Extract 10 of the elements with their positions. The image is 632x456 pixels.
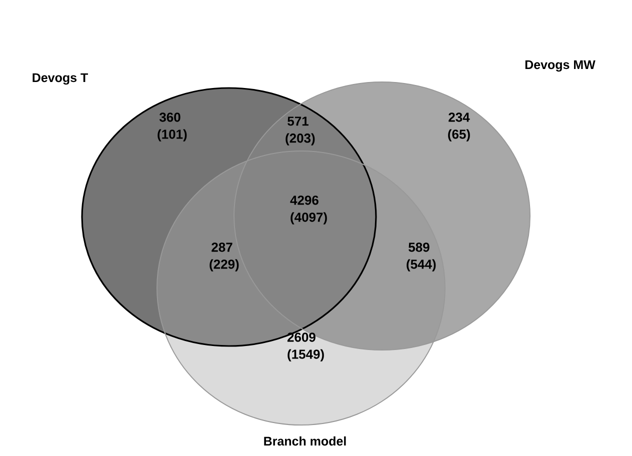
region-count: 589 (544) xyxy=(406,242,436,272)
region-count: 4296 (4097) xyxy=(290,196,327,224)
set-label: Branch model xyxy=(264,436,346,446)
region-count: 234 (65) xyxy=(448,112,470,142)
set-label: Devogs MW xyxy=(525,60,596,72)
set-label: Devogs T xyxy=(32,73,88,85)
region-count: 2609 (1549) xyxy=(287,332,324,362)
region-count: 571 (203) xyxy=(286,116,315,146)
region-count: 287 (229) xyxy=(210,242,239,272)
region-count: 360 (101) xyxy=(158,112,187,142)
